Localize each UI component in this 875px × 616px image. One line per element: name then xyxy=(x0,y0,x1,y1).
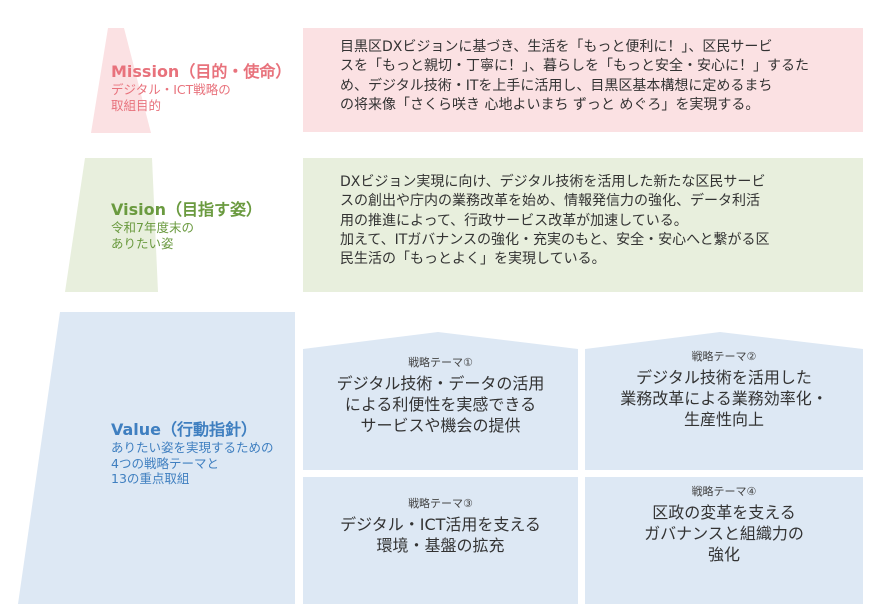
theme-title: デジタル技術を活用した 業務改革による業務効率化・ 生産性向上 xyxy=(585,368,863,430)
theme-tag: 戦略テーマ② xyxy=(691,350,757,363)
strategy-theme-3: 戦略テーマ③ デジタル・ICT活用を支える 環境・基盤の拡充 xyxy=(303,477,578,604)
theme-title: 区政の変革を支える ガバナンスと組織力の 強化 xyxy=(585,503,863,565)
value-title: Value（行動指針） xyxy=(111,420,258,439)
theme-tag: 戦略テーマ③ xyxy=(408,497,473,510)
strategy-theme-2: 戦略テーマ② デジタル技術を活用した 業務改革による業務効率化・ 生産性向上 xyxy=(585,332,863,470)
theme-title-line: デジタル技術・データの活用 xyxy=(336,374,545,393)
theme-title: デジタル技術・データの活用 による利便性を実感できる サービスや機会の提供 xyxy=(303,374,578,436)
theme-title-line: による利便性を実感できる xyxy=(344,394,537,414)
theme-3-panel xyxy=(303,477,578,604)
vision-subtitle-line: ありたい姿 xyxy=(111,235,174,251)
theme-tag: 戦略テーマ① xyxy=(408,356,473,369)
mission-pyramid-tier xyxy=(91,28,151,133)
vision-pyramid-tier xyxy=(65,158,158,292)
theme-4-panel xyxy=(585,477,863,604)
mission-label: Mission（目的・使命） デジタル・ICT戦略の 取組目的 xyxy=(111,62,291,113)
theme-title-line: デジタル・ICT活用を支える xyxy=(340,515,541,534)
theme-title-line: 区政の変革を支える xyxy=(652,503,796,522)
mission-title: Mission（目的・使命） xyxy=(111,62,292,81)
theme-title-line: 環境・基盤の拡充 xyxy=(376,535,505,555)
strategy-theme-1: 戦略テーマ① デジタル技術・データの活用 による利便性を実感できる サービスや機… xyxy=(303,332,578,470)
theme-title: デジタル・ICT活用を支える 環境・基盤の拡充 xyxy=(303,515,578,557)
vision-body-line: 用の推進によって、行政サービス改革が加速している。 xyxy=(340,212,688,229)
theme-2-panel xyxy=(585,332,863,470)
mission-box xyxy=(303,28,863,132)
value-label: Value（行動指針） ありたい姿を実現するための 4つの戦略テーマと 13の重… xyxy=(111,420,274,487)
mission-body-line: め、デジタル技術・ITを上手に活用し、目黒区基本構想に定めるまち xyxy=(340,77,773,94)
vision-label: Vision（目指す姿） 令和7年度末の ありたい姿 xyxy=(111,200,262,251)
theme-title-line: 業務改革による業務効率化・ xyxy=(620,388,828,408)
value-subtitle-line: ありたい姿を実現するための xyxy=(111,440,274,455)
mission-body-line: 目黒区DXビジョンに基づき、生活を「もっと便利に！」、区民サービ xyxy=(340,39,773,55)
theme-title-line: サービスや機会の提供 xyxy=(360,415,521,435)
theme-1-panel xyxy=(303,332,578,470)
mission-subtitle-line: 取組目的 xyxy=(111,97,162,113)
theme-title-line: ガバナンスと組織力の xyxy=(644,523,804,543)
vision-body-line: 加えて、ITガバナンスの強化・充実のもと、安全・安心へと繋がる区 xyxy=(340,231,770,248)
mission-body-line: の将来像「さくら咲き 心地よいまち ずっと めぐろ」を実現する。 xyxy=(340,96,760,113)
vision-body-line: DXビジョン実現に向け、デジタル技術を活用した新たな区民サービ xyxy=(340,174,766,190)
vision-box xyxy=(303,158,863,292)
strategy-theme-4: 戦略テーマ④ 区政の変革を支える ガバナンスと組織力の 強化 xyxy=(585,477,863,604)
vision-subtitle-line: 令和7年度末の xyxy=(111,220,194,235)
theme-title-line: 生産性向上 xyxy=(683,409,764,429)
mission-body-line: スを「もっと親切・丁寧に！」、暮らしを「もっと安全・安心に！」するた xyxy=(340,58,809,75)
theme-tag: 戦略テーマ④ xyxy=(691,485,757,498)
vision-body-line: スの創出や庁内の業務改革を始め、情報発信力の強化、データ利活 xyxy=(340,193,760,210)
value-pyramid-tier xyxy=(18,312,295,604)
theme-title-line: 強化 xyxy=(707,544,740,564)
vision-title: Vision（目指す姿） xyxy=(111,200,262,219)
value-subtitle-line: 13の重点取組 xyxy=(111,471,190,487)
vision-body-line: 民生活の「もっとよく」を実現している。 xyxy=(340,251,606,268)
vision-body: DXビジョン実現に向け、デジタル技術を活用した新たな区民サービ スの創出や庁内の… xyxy=(340,173,769,270)
mission-body: 目黒区DXビジョンに基づき、生活を「もっと便利に！」、区民サービ スを「もっと親… xyxy=(340,38,809,115)
mission-subtitle-line: デジタル・ICT戦略の xyxy=(111,82,231,97)
theme-title-line: デジタル技術を活用した xyxy=(636,368,812,387)
value-subtitle-line: 4つの戦略テーマと xyxy=(111,455,219,471)
